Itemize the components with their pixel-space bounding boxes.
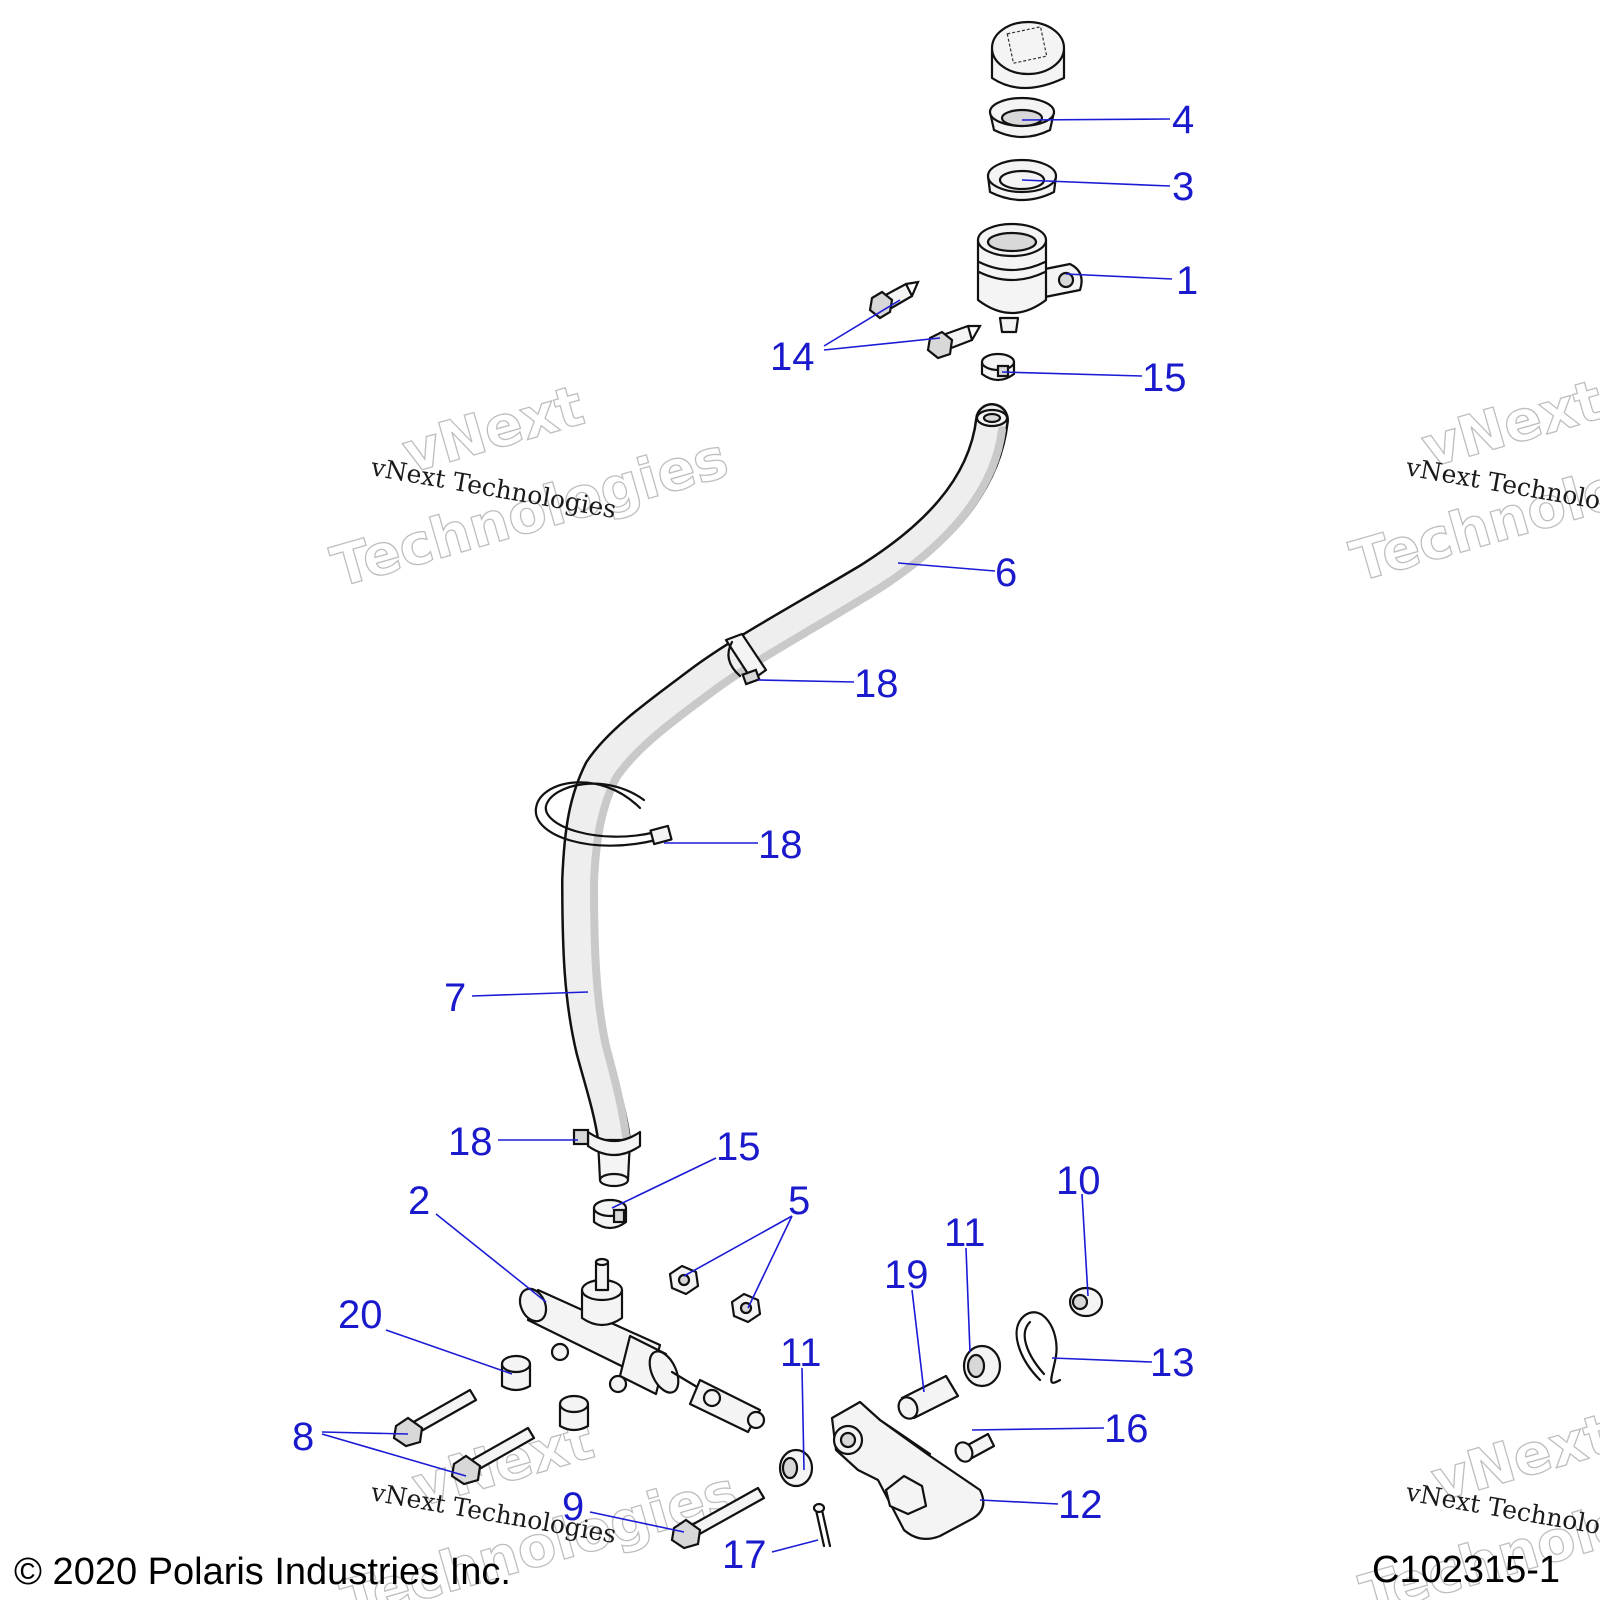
callout-11-lower: 11 — [780, 1331, 822, 1375]
callout-19: 19 — [884, 1253, 929, 1297]
part-14-screw-upper — [868, 280, 920, 320]
part-8-bolt-lower — [450, 1426, 536, 1486]
callout-17: 17 — [722, 1533, 767, 1577]
part-18-clip-lower — [572, 1128, 642, 1157]
callout-11-upper: 11 — [944, 1211, 986, 1255]
reservoir-cap — [990, 20, 1066, 89]
part-20-bushing-2 — [558, 1394, 590, 1432]
part-19-pin — [897, 1374, 960, 1420]
callout-2: 2 — [408, 1179, 430, 1223]
callout-4: 4 — [1172, 98, 1194, 142]
callout-16: 16 — [1104, 1407, 1149, 1451]
callout-18-upper: 18 — [854, 662, 899, 706]
callout-5: 5 — [788, 1179, 810, 1223]
part-12-pedal — [830, 1400, 985, 1541]
watermark-center-left: vNext Technologies — [324, 373, 736, 602]
callout-7: 7 — [444, 976, 466, 1020]
callout-14: 14 — [770, 335, 815, 379]
part-13-spring — [1015, 1311, 1062, 1384]
callout-1: 1 — [1176, 259, 1198, 303]
callout-15-upper: 15 — [1142, 356, 1187, 400]
part-18-clip-upper — [724, 632, 768, 686]
callout-15-lower: 15 — [716, 1125, 761, 1169]
part-11-bushing-upper — [962, 1344, 1002, 1388]
part-3-plate — [986, 158, 1058, 202]
part-20-bushing — [500, 1354, 532, 1392]
part-15-clamp-upper — [980, 352, 1016, 382]
part-2-master-cylinder — [518, 1257, 766, 1434]
part-10-nut — [1068, 1286, 1104, 1318]
callout-9: 9 — [562, 1485, 584, 1529]
part-4-diaphragm — [988, 96, 1056, 139]
callout-numbers: 4 3 1 14 15 6 18 18 7 18 15 2 5 10 11 19… — [292, 98, 1198, 1577]
callout-18-middle: 18 — [758, 823, 803, 867]
part-1-reservoir — [976, 222, 1083, 334]
leader-lines — [321, 118, 1173, 1553]
part-11-bushing-lower — [778, 1448, 814, 1488]
callout-12: 12 — [1058, 1483, 1103, 1527]
callout-10: 10 — [1056, 1159, 1101, 1203]
part-14-screw-lower — [926, 324, 982, 360]
callout-3: 3 — [1172, 165, 1194, 209]
figure-id: C102315-1 — [1372, 1549, 1560, 1591]
callout-20: 20 — [338, 1293, 383, 1337]
part-8-bolt-upper — [392, 1388, 478, 1448]
part-9-bolt — [670, 1486, 766, 1550]
copyright-text: © 2020 Polaris Industries Inc. — [14, 1551, 511, 1593]
callout-8: 8 — [292, 1415, 314, 1459]
callout-13: 13 — [1150, 1341, 1195, 1385]
callout-18-lower: 18 — [448, 1120, 493, 1164]
callout-6: 6 — [995, 551, 1017, 595]
part-5-nut-lower — [730, 1292, 762, 1324]
part-18-cable-tie — [534, 781, 673, 847]
part-16-screw — [954, 1432, 996, 1463]
part-17-cotter-pin — [812, 1502, 832, 1548]
part-15-clamp-lower — [592, 1198, 628, 1230]
